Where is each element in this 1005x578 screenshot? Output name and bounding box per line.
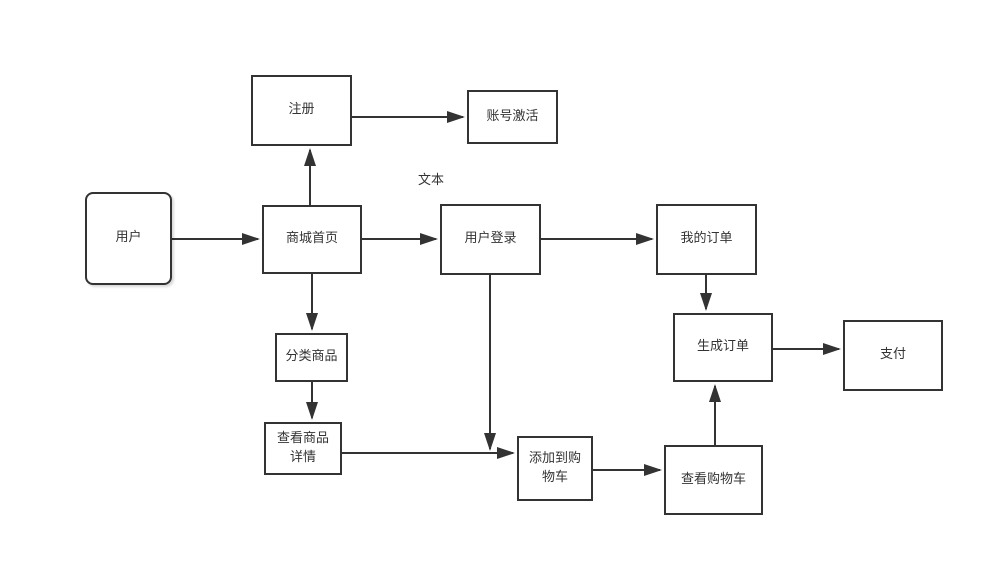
node-user-login-label: 用户登录 [464, 231, 517, 247]
floating-text-label: 文本 [418, 173, 445, 188]
node-register[interactable]: 注册 [251, 75, 352, 146]
node-account-activation-label: 账号激活 [486, 108, 539, 124]
node-register-label: 注册 [288, 102, 315, 118]
node-add-to-cart[interactable]: 添加到购物车 [517, 436, 593, 501]
node-add-to-cart-label: 添加到购物车 [528, 450, 581, 485]
node-category-products[interactable]: 分类商品 [275, 333, 348, 382]
node-generate-order-label: 生成订单 [696, 339, 749, 355]
node-my-orders-label: 我的订单 [680, 231, 733, 247]
node-mall-home-label: 商城首页 [285, 231, 338, 247]
node-user[interactable]: 用户 [85, 192, 172, 285]
node-pay-label: 支付 [879, 347, 906, 363]
node-view-product-details[interactable]: 查看商品详情 [264, 422, 342, 475]
node-pay[interactable]: 支付 [843, 320, 943, 391]
node-view-cart-label: 查看购物车 [680, 471, 746, 487]
node-view-cart[interactable]: 查看购物车 [664, 445, 763, 515]
node-mall-home[interactable]: 商城首页 [262, 205, 362, 274]
node-view-product-details-label: 查看商品详情 [276, 430, 329, 465]
node-user-login[interactable]: 用户登录 [440, 204, 541, 275]
node-account-activation[interactable]: 账号激活 [467, 90, 558, 144]
node-user-label: 用户 [115, 230, 142, 246]
node-generate-order[interactable]: 生成订单 [673, 313, 773, 382]
node-category-products-label: 分类商品 [285, 349, 338, 365]
node-my-orders[interactable]: 我的订单 [656, 204, 757, 275]
